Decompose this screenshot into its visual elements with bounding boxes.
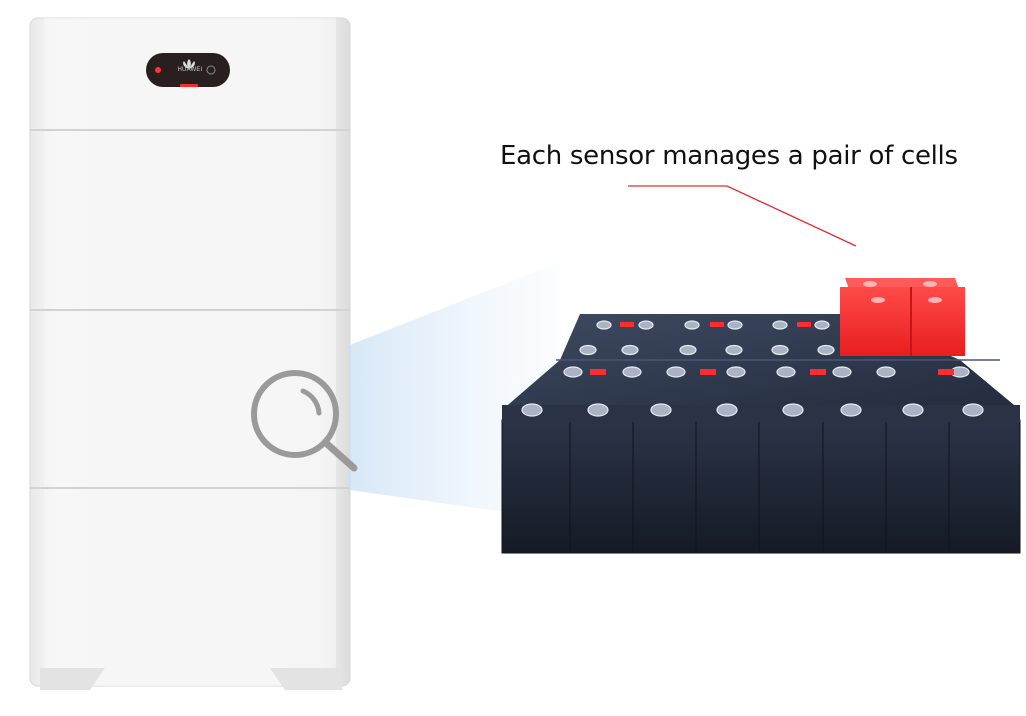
status-led <box>155 67 161 73</box>
brand-label: HUAWEI <box>177 67 203 73</box>
annotation-caption: Each sensor manages a pair of cells <box>500 141 958 171</box>
cabinet-foot <box>270 668 342 690</box>
accent-bar <box>180 84 198 87</box>
battery-pack <box>501 278 1021 554</box>
leader-line <box>628 185 857 247</box>
huawei-logo-icon <box>183 59 195 69</box>
cell-front-row <box>501 419 1021 554</box>
highlighted-cell-pair <box>840 278 965 356</box>
magnifier-icon <box>251 370 358 472</box>
cell-terminals <box>521 320 984 417</box>
battery-cabinet <box>29 17 351 690</box>
sensor-indicators <box>590 322 954 375</box>
power-button-icon <box>206 65 216 75</box>
display-panel <box>146 53 230 87</box>
cabinet-foot <box>40 668 105 690</box>
